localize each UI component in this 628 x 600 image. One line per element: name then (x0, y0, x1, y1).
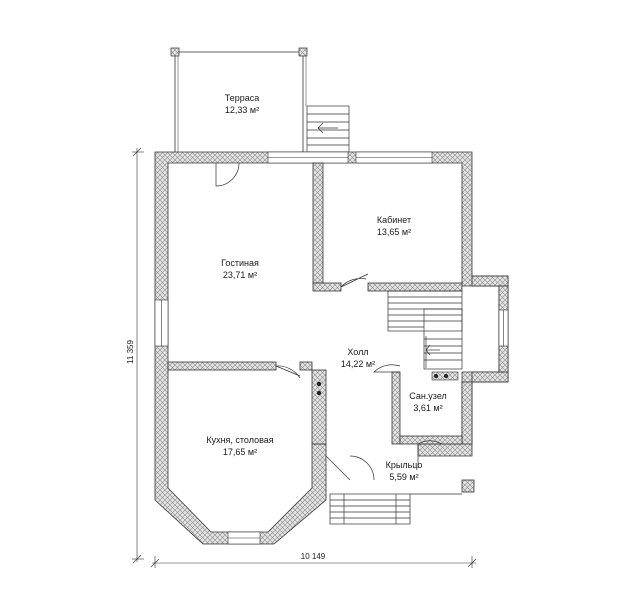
dimension-width (150, 556, 477, 568)
room-name-terrace: Терраса (225, 93, 260, 103)
hall-stairs (387, 290, 463, 370)
dimension-height (132, 147, 144, 564)
interior-walls (167, 162, 463, 445)
room-area-terrace: 12,33 м² (225, 105, 259, 115)
room-area-study: 13,65 м² (377, 227, 411, 237)
terrace (170, 47, 308, 152)
utility-dots (316, 371, 459, 396)
windows (154, 151, 509, 545)
room-name-study: Кабинет (377, 215, 411, 225)
doors (215, 162, 443, 481)
room-name-bathroom: Сан.узел (409, 391, 447, 401)
terrace-post-right (298, 47, 308, 57)
room-area-bathroom: 3,61 м² (413, 403, 442, 413)
room-area-kitchen: 17,65 м² (223, 447, 257, 457)
wall-pieces (461, 275, 509, 493)
room-area-hall: 14,22 м² (341, 359, 375, 369)
terrace-post-left (170, 47, 180, 57)
terrace-stairs (306, 105, 350, 153)
room-name-porch: Крыльцо (386, 460, 423, 470)
room-area-porch: 5,59 м² (389, 472, 418, 482)
room-name-kitchen: Кухня, столовая (206, 435, 273, 445)
room-name-living: Гостиная (221, 258, 259, 268)
exterior-walls (154, 151, 509, 545)
dimension-height-label: 11 359 (126, 340, 135, 364)
room-area-living: 23,71 м² (223, 270, 257, 280)
room-name-hall: Холл (347, 347, 368, 357)
dimension-width-label: 10 149 (301, 552, 326, 561)
porch-stairs (329, 493, 462, 525)
